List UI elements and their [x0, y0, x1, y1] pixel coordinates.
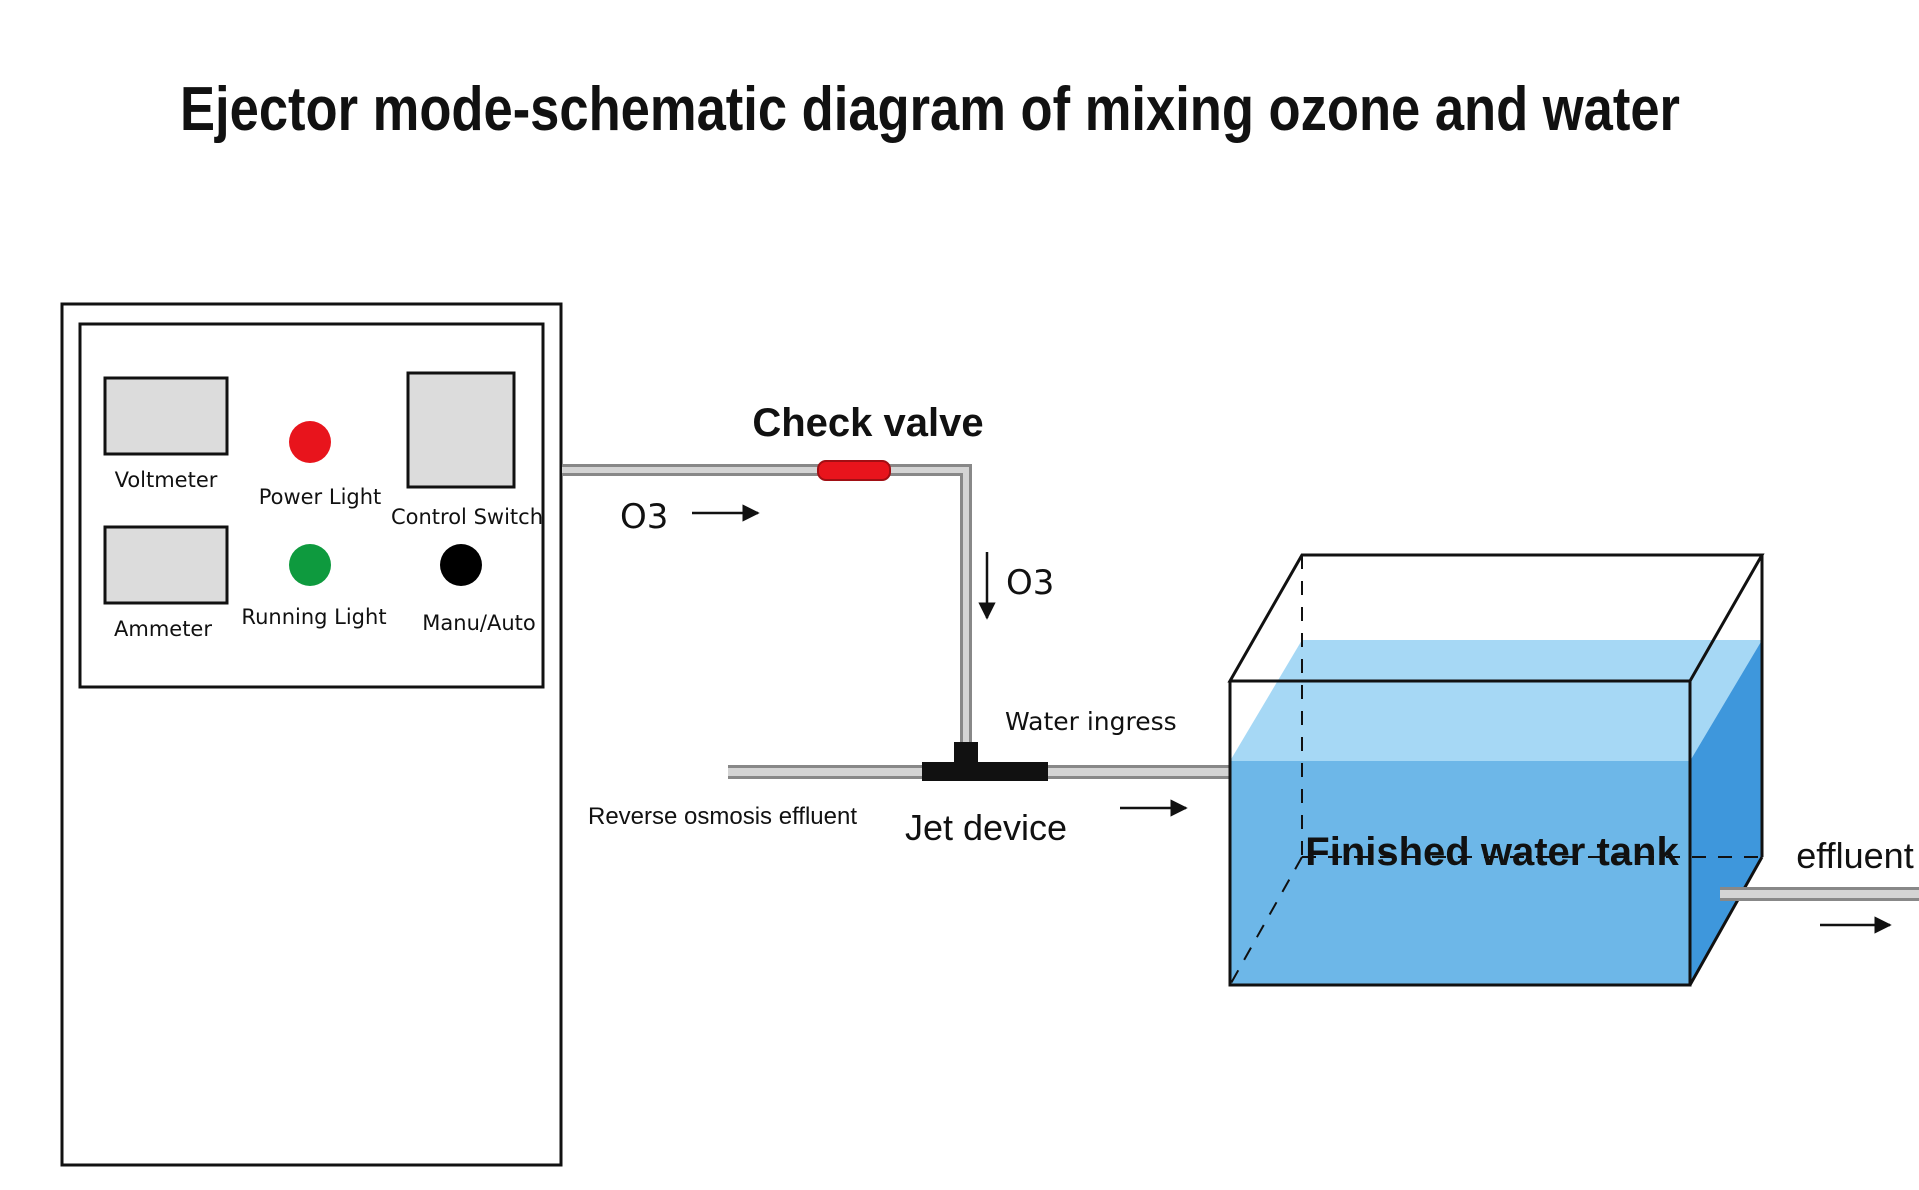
running-light-label: Running Light	[241, 605, 386, 629]
water-top-surface	[1230, 640, 1762, 761]
finished-water-tank	[1227, 553, 1765, 987]
ozone-pipe	[562, 460, 972, 744]
ammeter	[103, 525, 229, 605]
reverse-osmosis-effluent-label: Reverse osmosis effluent	[588, 803, 857, 830]
ammeter-label: Ammeter	[114, 617, 212, 641]
power-light	[289, 421, 331, 463]
o3-label-vertical: O3	[1006, 563, 1054, 603]
water-side	[1690, 640, 1762, 985]
jet-device-label: Jet device	[905, 807, 1067, 848]
water-front	[1230, 761, 1690, 985]
manu-auto-knob	[440, 544, 482, 586]
o3-label-horizontal: O3	[620, 497, 668, 537]
voltmeter-label: Voltmeter	[115, 468, 218, 492]
check-valve	[817, 460, 891, 481]
ozone-generator: Voltmeter Power Light Control Switch Amm…	[60, 302, 563, 1167]
running-light	[289, 544, 331, 586]
power-light-label: Power Light	[259, 485, 382, 509]
effluent-label: effluent	[1796, 835, 1913, 876]
voltmeter	[103, 376, 229, 456]
check-valve-label: Check valve	[752, 401, 983, 445]
control-switch-label: Control Switch	[391, 505, 543, 529]
control-switch	[406, 371, 516, 489]
manu-auto-label: Manu/Auto	[422, 611, 535, 635]
water-ingress-label: Water ingress	[1005, 707, 1177, 736]
jet-device	[922, 742, 1048, 781]
diagram-title: Ejector mode-schematic diagram of mixing…	[180, 75, 1680, 144]
tank-label: Finished water tank	[1305, 830, 1679, 874]
